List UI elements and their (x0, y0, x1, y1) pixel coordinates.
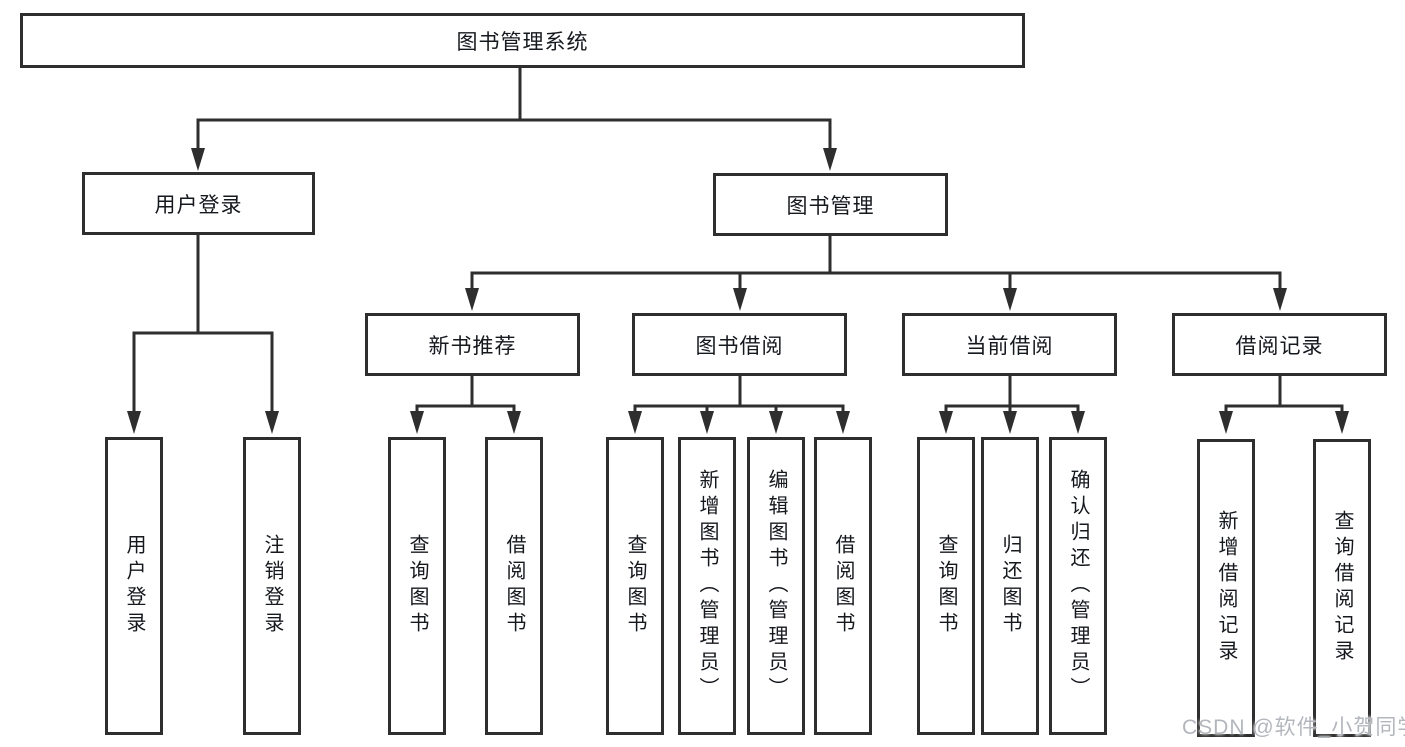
leaf-query-book-recommend: 查询图书 (388, 437, 446, 735)
leaf-add-borrow-record: 新增借阅记录 (1197, 439, 1255, 737)
node-book-management: 图书管理 (713, 173, 948, 236)
node-label: 图书管理系统 (456, 30, 589, 54)
leaf-label: 查询图书 (406, 534, 428, 638)
leaf-label: 编辑图书（管理员） (765, 469, 787, 703)
node-label: 新书推荐 (428, 334, 517, 358)
leaf-query-book-current: 查询图书 (917, 437, 975, 735)
node-label: 用户登录 (154, 193, 243, 217)
leaf-label: 查询借阅记录 (1331, 510, 1353, 666)
leaf-user-login: 用户登录 (105, 437, 163, 735)
leaf-label: 借阅图书 (832, 534, 854, 638)
node-current-borrow: 当前借阅 (902, 313, 1117, 376)
leaf-edit-book-admin: 编辑图书（管理员） (747, 437, 805, 735)
leaf-confirm-return-admin: 确认归还（管理员） (1049, 437, 1107, 735)
leaf-label: 用户登录 (123, 534, 145, 638)
node-borrow-records: 借阅记录 (1172, 313, 1387, 376)
leaf-label: 查询图书 (935, 534, 957, 638)
node-label: 图书借阅 (695, 334, 784, 358)
leaf-return-book: 归还图书 (981, 437, 1039, 735)
node-label: 图书管理 (786, 194, 875, 218)
leaf-label: 查询图书 (624, 534, 646, 638)
node-label: 借阅记录 (1235, 334, 1324, 358)
leaf-logout: 注销登录 (243, 437, 301, 735)
csdn-watermark: CSDN @软件_小贺同学 (1182, 716, 1405, 739)
node-book-borrow: 图书借阅 (632, 313, 847, 376)
leaf-query-book-borrow: 查询图书 (606, 437, 664, 735)
leaf-label: 新增图书（管理员） (696, 469, 718, 703)
node-label: 当前借阅 (965, 334, 1054, 358)
leaf-label: 新增借阅记录 (1215, 510, 1237, 666)
leaf-label: 归还图书 (999, 534, 1021, 638)
leaf-label: 借阅图书 (503, 534, 525, 638)
leaf-label: 确认归还（管理员） (1067, 469, 1089, 703)
leaf-query-borrow-record: 查询借阅记录 (1313, 439, 1371, 737)
node-new-book-recommend: 新书推荐 (365, 313, 580, 376)
leaf-borrow-book: 借阅图书 (814, 437, 872, 735)
node-user-login: 用户登录 (82, 172, 315, 235)
node-library-management-system: 图书管理系统 (20, 13, 1025, 68)
leaf-add-book-admin: 新增图书（管理员） (678, 437, 736, 735)
leaf-label: 注销登录 (261, 534, 283, 638)
leaf-borrow-book-recommend: 借阅图书 (485, 437, 543, 735)
